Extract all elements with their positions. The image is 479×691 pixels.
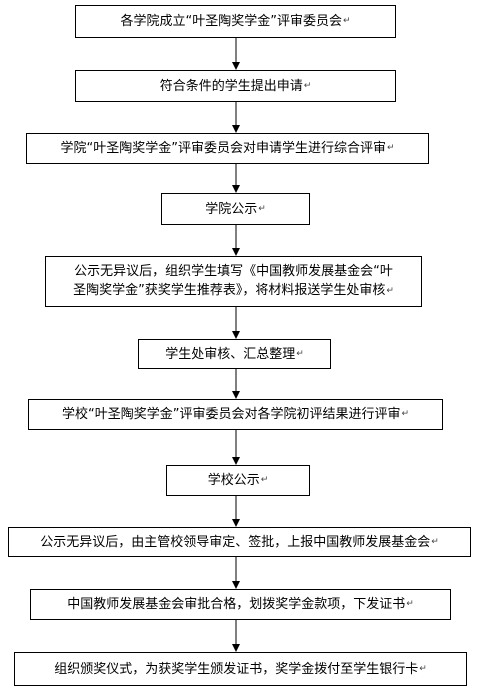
step-4-text: 学院公示	[205, 201, 258, 217]
paragraph-mark-icon: ↵	[303, 80, 312, 91]
step-3-text: 学院“叶圣陶奖学金”评审委员会对申请学生进行综合评审	[60, 141, 386, 156]
paragraph-mark-icon: ↵	[431, 536, 439, 547]
step-10-box: 中国教师发展基金会审批合格，划拨奖学金款项，下发证书↵	[30, 589, 451, 620]
step-7-text: 学校“叶圣陶奖学金”评审委员会对各学院初评结果进行评审	[61, 407, 401, 422]
step-2-text: 符合条件的学生提出申请	[159, 78, 303, 94]
step-7-box: 学校“叶圣陶奖学金”评审委员会对各学院初评结果进行评审↵	[28, 399, 443, 430]
paragraph-mark-icon: ↵	[260, 475, 269, 485]
step-6-box: 学生处审核、汇总整理↵	[138, 339, 331, 369]
paragraph-mark-icon: ↵	[386, 143, 395, 153]
step-1-box: 各学院成立“叶圣陶奖学金”评审委员会↵	[75, 5, 396, 38]
paragraph-mark-icon: ↵	[419, 663, 427, 674]
paragraph-mark-icon: ↵	[406, 599, 414, 609]
paragraph-mark-icon: ↵	[386, 286, 394, 296]
step-8-box: 学校公示↵	[166, 465, 310, 496]
step-6-text: 学生处审核、汇总整理	[165, 346, 296, 362]
step-4-box: 学院公示↵	[161, 193, 310, 225]
step-10-text: 中国教师发展基金会审批合格，划拨奖学金款项，下发证书	[67, 597, 406, 612]
step-11-box: 组织颁奖仪式，为获奖学生颁发证书，奖学金拨付至学生银行卡↵	[14, 652, 467, 686]
step-9-box: 公示无异议后，由主管校领导审定、签批，上报中国教师发展基金会↵	[8, 527, 471, 557]
paragraph-mark-icon: ↵	[401, 409, 410, 419]
step-5-line-2: 圣陶奖学金”获奖学生推荐表》，将材料报送学生处审核↵	[73, 283, 394, 298]
step-11-text: 组织颁奖仪式，为获奖学生颁发证书，奖学金拨付至学生银行卡	[54, 661, 419, 677]
step-3-box: 学院“叶圣陶奖学金”评审委员会对申请学生进行综合评审↵	[26, 133, 429, 164]
step-8-text: 学校公示	[207, 473, 260, 488]
step-9-text: 公示无异议后，由主管校领导审定、签批，上报中国教师发展基金会	[40, 534, 431, 550]
step-2-box: 符合条件的学生提出申请↵	[75, 70, 396, 102]
paragraph-mark-icon: ↵	[296, 348, 304, 359]
step-5-line-1: 公示无异议后，组织学生填写《中国教师发展基金会“叶	[74, 264, 393, 279]
paragraph-mark-icon: ↵	[342, 16, 351, 26]
step-5-box: 公示无异议后，组织学生填写《中国教师发展基金会“叶 圣陶奖学金”获奖学生推荐表》…	[45, 256, 422, 307]
paragraph-mark-icon: ↵	[258, 203, 266, 214]
step-1-text: 各学院成立“叶圣陶奖学金”评审委员会	[120, 14, 342, 29]
